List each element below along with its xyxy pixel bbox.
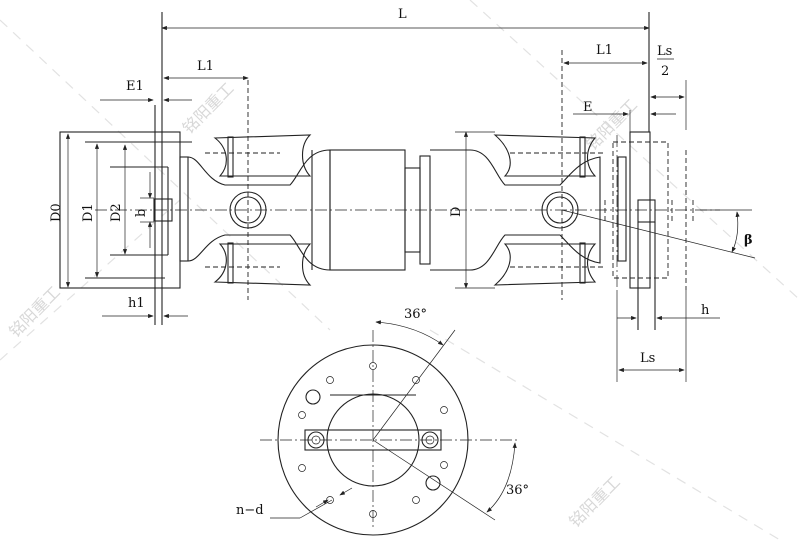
label-Ls-half-numerator: Ls [657,44,672,59]
label-angle-bottom: 36° [506,483,529,498]
shaft [311,149,431,271]
label-E1: E1 [126,79,144,94]
label-n-d: n−d [236,503,264,518]
label-D2: D2 [109,203,124,222]
label-D0: D0 [49,203,64,222]
label-L1-right: L1 [596,43,613,58]
label-beta: β [744,233,753,248]
right-yoke [430,50,627,300]
flange-end-view [260,320,520,536]
label-L1-left: L1 [197,59,214,74]
svg-text:铭阳重工: 铭阳重工 [179,79,238,138]
label-L: L [398,7,407,22]
label-angle-top: 36° [404,307,427,322]
left-flange [59,12,192,325]
right-flange [561,12,756,382]
label-h1: h1 [128,296,145,311]
label-D1: D1 [81,203,96,222]
label-D: D [449,207,464,217]
label-h: h [701,303,710,318]
svg-text:铭阳重工: 铭阳重工 [565,472,624,531]
label-b: b [134,209,149,217]
label-Ls: Ls [640,351,655,366]
label-E: E [583,100,593,115]
label-Ls-half-denominator: 2 [661,64,669,79]
dimensions [65,25,752,373]
